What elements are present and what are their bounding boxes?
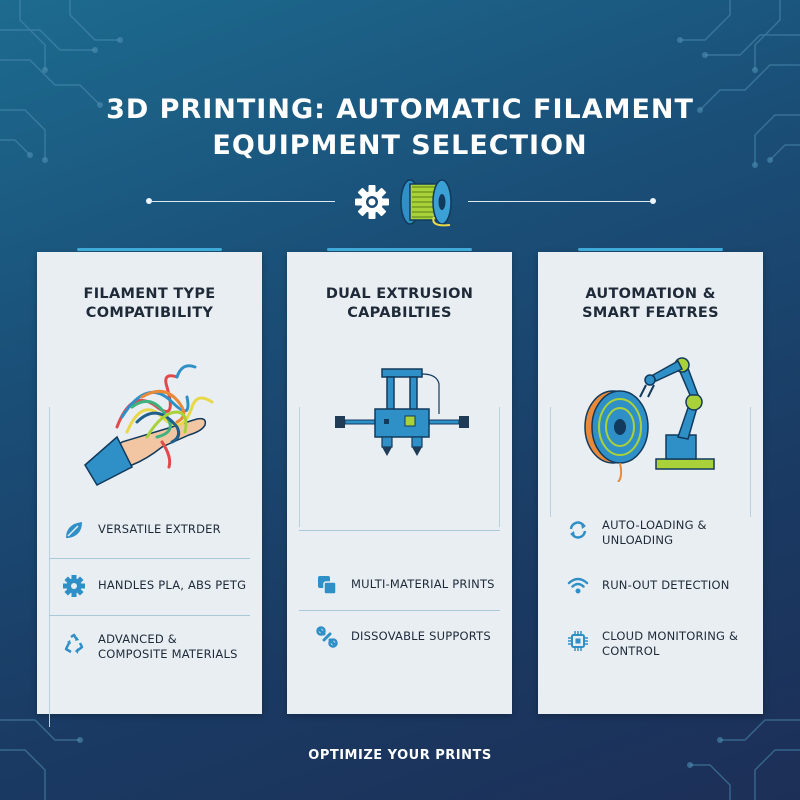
card-automation: AUTOMATION & SMART FEATRES AUTO-LOADING … (538, 248, 763, 714)
feature-item: DISSOVABLE SUPPORTS (315, 625, 491, 649)
feature-item: AUTO-LOADING & UNLOADING (566, 518, 742, 548)
gear-icon (63, 575, 85, 597)
gear-icon (355, 185, 389, 219)
divider-right (468, 201, 653, 202)
filament-spool-icon (400, 179, 452, 227)
card-title-line-2: SMART FEATRES (582, 305, 719, 321)
card-title-line-1: FILAMENT TYPE (83, 286, 216, 302)
feature-separator (299, 530, 500, 531)
card-rule (499, 407, 500, 527)
dual-extruder-illustration (335, 368, 469, 456)
card-title: FILAMENT TYPE COMPATIBILITY (37, 285, 262, 323)
card-rule (299, 407, 300, 527)
feature-text: MULTI-MATERIAL PRINTS (351, 577, 495, 591)
feature-item: HANDLES PLA, ABS PETG (62, 574, 246, 598)
feature-separator (49, 558, 250, 559)
wifi-icon (567, 577, 589, 594)
divider-dot-right (650, 198, 656, 204)
card-title: DUAL EXTRUSION CAPABILTIES (287, 285, 512, 323)
feature-separator (49, 615, 250, 616)
hand-holding-filament-illustration (84, 364, 214, 486)
feature-item: CLOUD MONITORING & CONTROL (566, 629, 747, 659)
card-title-line-2: COMPATIBILITY (85, 305, 214, 321)
feature-text: DISSOVABLE SUPPORTS (351, 629, 491, 643)
feature-text: ADVANCED & COMPOSITE MATERIALS (98, 632, 238, 661)
title-line-1: 3D PRINTING: AUTOMATIC FILAMENT (106, 94, 694, 125)
feature-item: ADVANCED & COMPOSITE MATERIALS (62, 632, 248, 662)
refresh-icon (569, 521, 587, 539)
feature-text: CLOUD MONITORING & CONTROL (602, 629, 739, 658)
layers-icon (318, 576, 337, 595)
robot-arm-spool-illustration (584, 357, 715, 482)
feature-text: HANDLES PLA, ABS PETG (98, 578, 247, 592)
recycle-icon (64, 633, 84, 654)
feature-item: VERSATILE EXTRDER (62, 518, 221, 542)
divider-dot-left (146, 198, 152, 204)
card-rule (750, 407, 751, 517)
feature-text: VERSATILE EXTRDER (98, 522, 221, 536)
feature-separator (299, 610, 500, 611)
card-title: AUTOMATION & SMART FEATRES (538, 285, 763, 323)
title-line-2: EQUIPMENT SELECTION (212, 130, 588, 161)
feature-text: RUN-OUT DETECTION (602, 578, 730, 592)
divider-left (150, 201, 335, 202)
card-dual-extrusion: DUAL EXTRUSION CAPABILTIES MULTI-MATERIA… (287, 248, 512, 714)
footer-tagline: OPTIMIZE YOUR PRINTS (308, 748, 492, 763)
page-title: 3D PRINTING: AUTOMATIC FILAMENT EQUIPMEN… (0, 92, 800, 164)
card-title-line-1: AUTOMATION & (585, 286, 716, 302)
leaf-icon (66, 522, 82, 538)
feature-item: RUN-OUT DETECTION (566, 574, 730, 598)
feature-item: MULTI-MATERIAL PRINTS (315, 573, 495, 597)
card-rule (49, 407, 50, 727)
card-title-line-2: CAPABILTIES (347, 305, 452, 321)
wrench-icon (316, 626, 338, 648)
hero-icons (355, 179, 452, 227)
card-rule (550, 407, 551, 517)
card-filament-compatibility: FILAMENT TYPE COMPATIBILITY VERSATILE EX… (37, 248, 262, 727)
feature-text: AUTO-LOADING & UNLOADING (602, 518, 707, 547)
card-title-line-1: DUAL EXTRUSION (325, 286, 474, 302)
chip-icon (568, 631, 588, 651)
